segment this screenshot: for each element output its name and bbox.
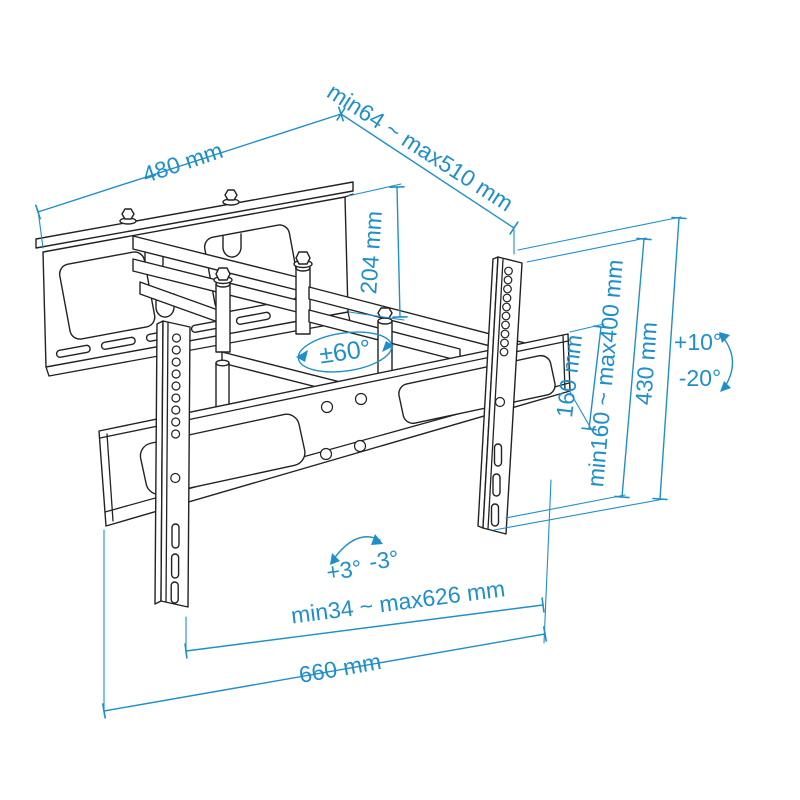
dim-line-430 bbox=[659, 217, 680, 500]
plate-bottom-lip bbox=[45, 311, 351, 377]
pivot-post bbox=[293, 251, 313, 335]
rail-bolt-icon bbox=[119, 208, 137, 225]
tilt-arrow-icon bbox=[719, 332, 734, 392]
rail-bolt-icon bbox=[222, 189, 240, 206]
rail-holes bbox=[170, 333, 182, 484]
level-adjust-arrow-icon bbox=[330, 534, 383, 565]
dim-line-204 bbox=[396, 186, 401, 318]
left-vesa-rail bbox=[154, 320, 191, 608]
crossbar-hole bbox=[353, 439, 367, 453]
dim-label-tilt-up: +10° bbox=[674, 329, 722, 355]
dim-line-480 bbox=[37, 113, 342, 213]
dim-label-level-plus: +3° bbox=[325, 555, 364, 586]
crossbar-hole bbox=[320, 400, 334, 414]
crossbar-hole bbox=[354, 392, 368, 406]
dim-label-bracket-height: 430 mm bbox=[630, 321, 662, 406]
dim-label-wall-plate-height: 204 mm bbox=[355, 210, 387, 295]
dim-label-level-minus: -3° bbox=[368, 545, 401, 575]
dim-label-tilt-down: -20° bbox=[679, 365, 721, 391]
dim-line-min64-max510 bbox=[340, 113, 515, 229]
pivot-post bbox=[213, 267, 233, 353]
dim-label-wall-plate-width: 480 mm bbox=[139, 137, 226, 188]
dim-label-vesa-vertical-range: min160 ~ max400 mm bbox=[582, 259, 628, 489]
dim-line-660 bbox=[103, 633, 546, 712]
dim-line-min160-max400 bbox=[621, 238, 645, 498]
pivot-post bbox=[215, 359, 230, 411]
dim-label-rail-span-range: min34 ~ max626 mm bbox=[290, 575, 507, 628]
right-vesa-rail bbox=[477, 256, 523, 535]
swivel-arrow-icon bbox=[296, 331, 394, 373]
rail-slots bbox=[490, 443, 503, 527]
dim-label-swivel-range: ±60° bbox=[318, 335, 373, 370]
wall-plate-top-rail bbox=[35, 181, 354, 249]
rail-holes bbox=[494, 266, 513, 408]
dim-label-crossbar-width: 660 mm bbox=[297, 648, 383, 688]
rail-slots bbox=[170, 523, 180, 604]
crossbar-hole bbox=[319, 447, 333, 461]
dim-line-min34-max626 bbox=[185, 604, 544, 652]
dim-line-160 bbox=[588, 326, 602, 430]
